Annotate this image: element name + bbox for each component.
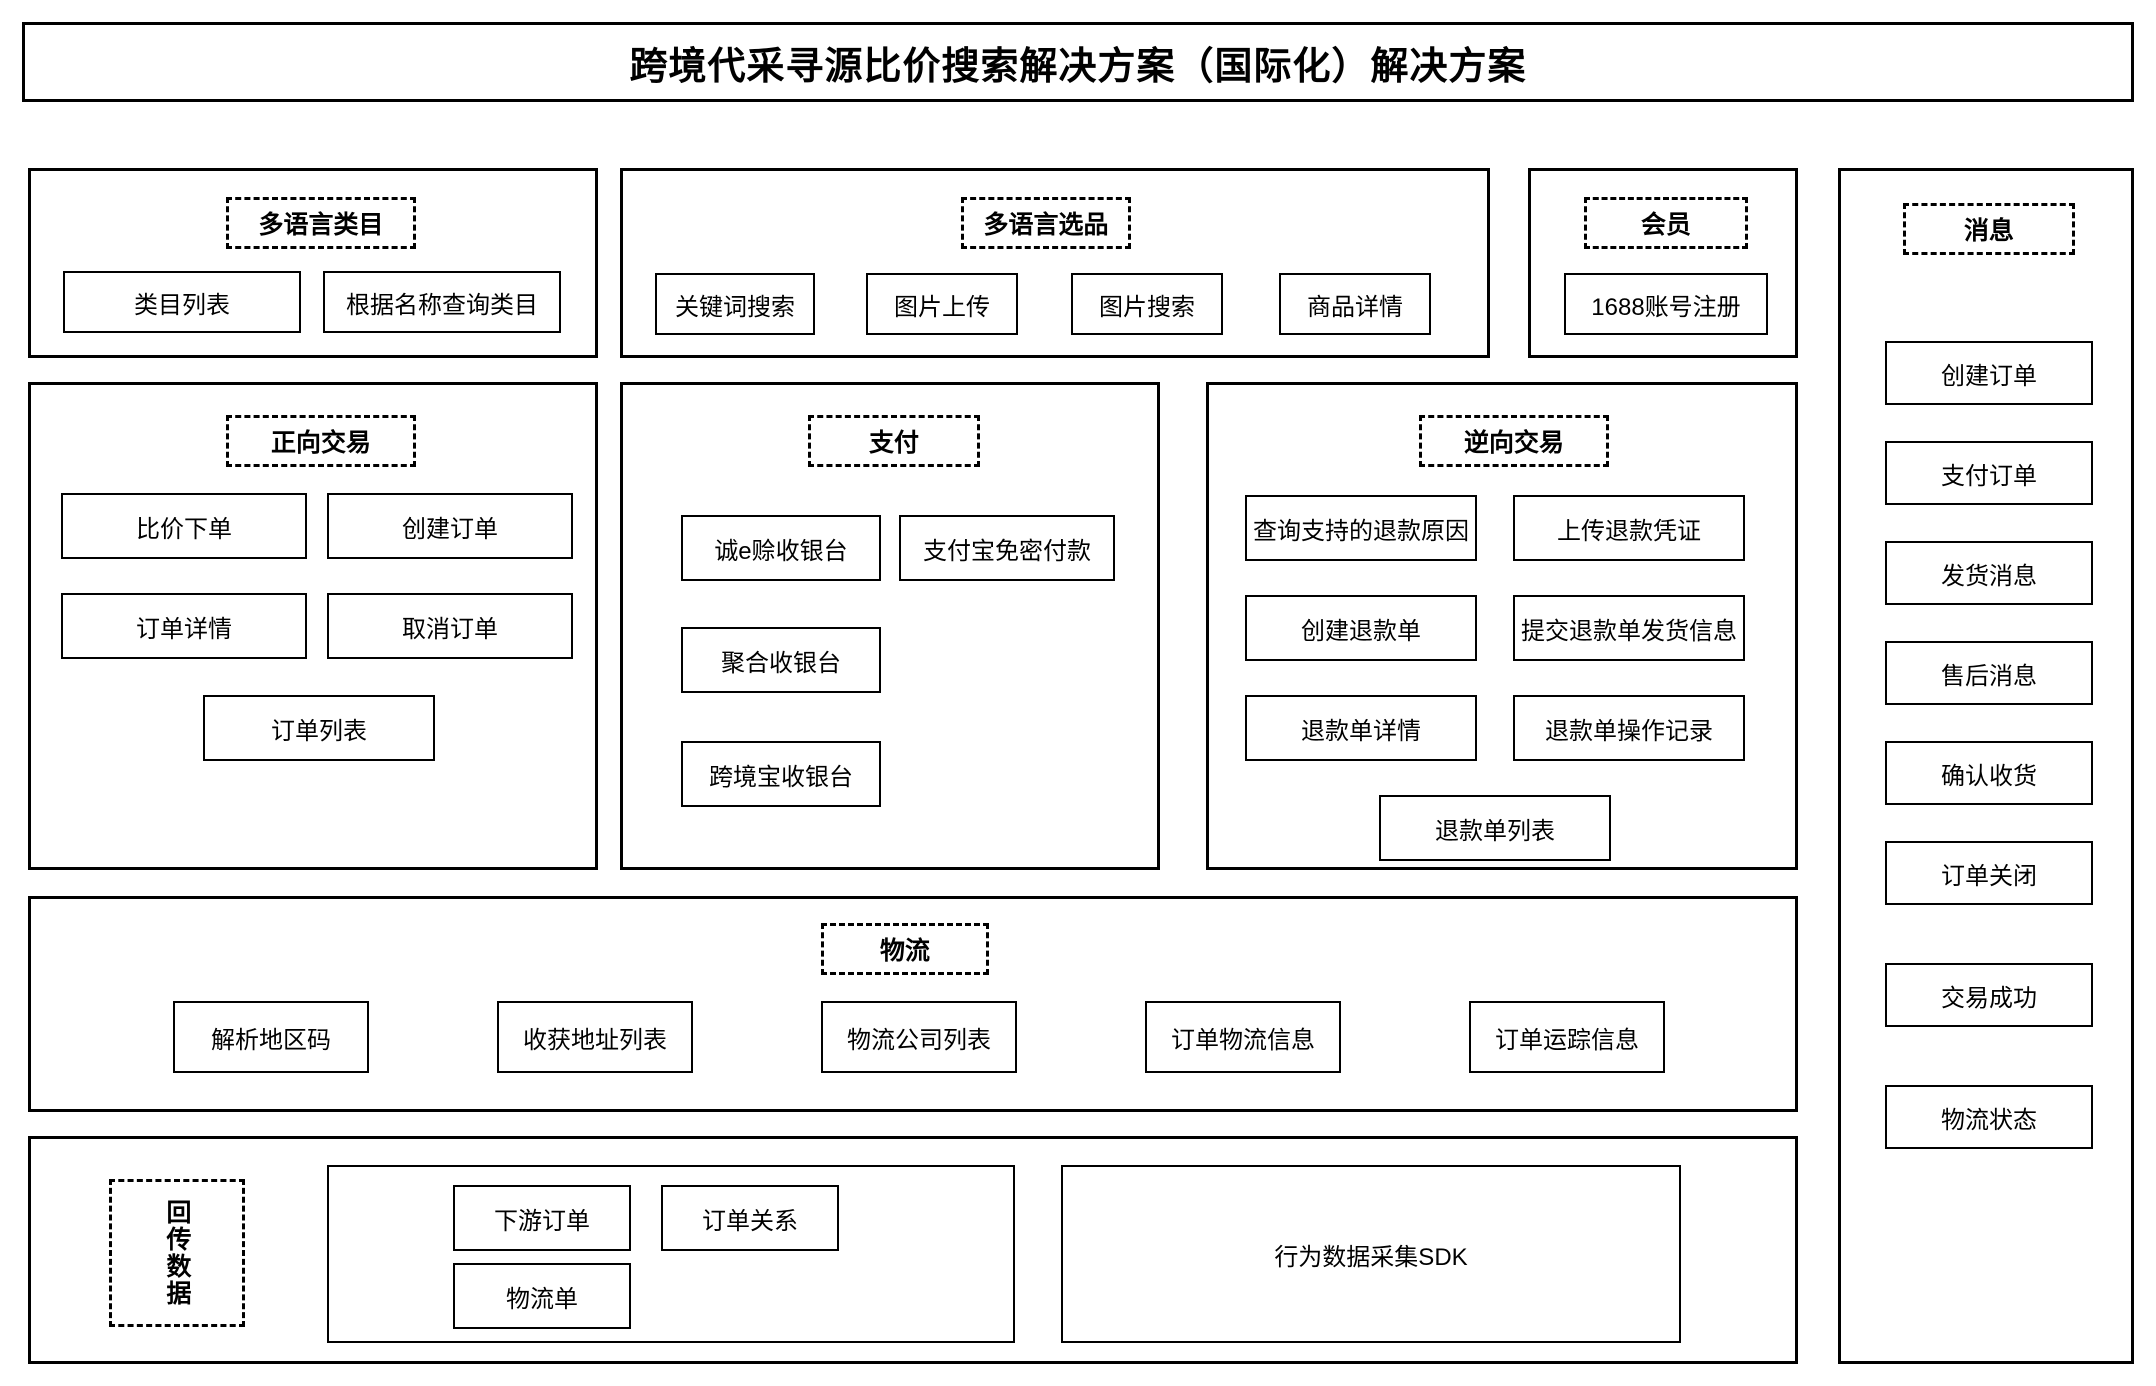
page-title: 跨境代采寻源比价搜索解决方案（国际化）解决方案 bbox=[629, 45, 1527, 88]
group-label-multilang-category: 多语言类目 bbox=[226, 197, 416, 249]
group-callback-data: 回传数据 下游订单 订单关系 物流单 行为数据采集SDK bbox=[28, 1136, 1798, 1364]
item-chengeshe-cashier[interactable]: 诚e赊收银台 bbox=[681, 515, 881, 581]
item-order-relation[interactable]: 订单关系 bbox=[661, 1185, 839, 1251]
group-multilang-selection: 多语言选品 关键词搜索 图片上传 图片搜索 商品详情 bbox=[620, 168, 1490, 358]
group-label-logistics: 物流 bbox=[821, 923, 989, 975]
callback-data-subpanel: 下游订单 订单关系 物流单 bbox=[327, 1165, 1015, 1343]
group-forward-trade: 正向交易 比价下单 创建订单 订单详情 取消订单 订单列表 bbox=[28, 382, 598, 870]
group-message: 消息 创建订单 支付订单 发货消息 售后消息 确认收货 订单关闭 交易成功 物流… bbox=[1838, 168, 2134, 1364]
group-logistics: 物流 解析地区码 收获地址列表 物流公司列表 订单物流信息 订单运踪信息 bbox=[28, 896, 1798, 1112]
item-message-confirm-receipt[interactable]: 确认收货 bbox=[1885, 741, 2093, 805]
item-message-pay-order[interactable]: 支付订单 bbox=[1885, 441, 2093, 505]
item-crossborder-cashier[interactable]: 跨境宝收银台 bbox=[681, 741, 881, 807]
item-order-list[interactable]: 订单列表 bbox=[203, 695, 435, 761]
group-label-multilang-selection: 多语言选品 bbox=[961, 197, 1131, 249]
item-submit-refund-shipping[interactable]: 提交退款单发货信息 bbox=[1513, 595, 1745, 661]
item-message-create-order[interactable]: 创建订单 bbox=[1885, 341, 2093, 405]
item-message-order-closed[interactable]: 订单关闭 bbox=[1885, 841, 2093, 905]
item-upload-refund-proof[interactable]: 上传退款凭证 bbox=[1513, 495, 1745, 561]
group-label-forward-trade: 正向交易 bbox=[226, 415, 416, 467]
item-alipay-passwordfree[interactable]: 支付宝免密付款 bbox=[899, 515, 1115, 581]
item-1688-account-register[interactable]: 1688账号注册 bbox=[1564, 273, 1768, 335]
item-image-search[interactable]: 图片搜索 bbox=[1071, 273, 1223, 335]
group-label-callback-data: 回传数据 bbox=[109, 1179, 245, 1327]
item-logistics-company-list[interactable]: 物流公司列表 bbox=[821, 1001, 1017, 1073]
item-product-detail[interactable]: 商品详情 bbox=[1279, 273, 1431, 335]
item-query-refund-reasons[interactable]: 查询支持的退款原因 bbox=[1245, 495, 1477, 561]
item-order-tracking-info[interactable]: 订单运踪信息 bbox=[1469, 1001, 1665, 1073]
item-query-category-by-name[interactable]: 根据名称查询类目 bbox=[323, 271, 561, 333]
item-message-logistics-status[interactable]: 物流状态 bbox=[1885, 1085, 2093, 1149]
item-message-trade-success[interactable]: 交易成功 bbox=[1885, 963, 2093, 1027]
group-label-message: 消息 bbox=[1903, 203, 2075, 255]
item-message-shipment[interactable]: 发货消息 bbox=[1885, 541, 2093, 605]
item-compare-price-order[interactable]: 比价下单 bbox=[61, 493, 307, 559]
group-multilang-category: 多语言类目 类目列表 根据名称查询类目 bbox=[28, 168, 598, 358]
item-order-logistics-info[interactable]: 订单物流信息 bbox=[1145, 1001, 1341, 1073]
group-label-reverse-trade: 逆向交易 bbox=[1419, 415, 1609, 467]
item-receive-address-list[interactable]: 收获地址列表 bbox=[497, 1001, 693, 1073]
item-refund-order-list[interactable]: 退款单列表 bbox=[1379, 795, 1611, 861]
item-aggregate-cashier[interactable]: 聚合收银台 bbox=[681, 627, 881, 693]
item-create-refund-order[interactable]: 创建退款单 bbox=[1245, 595, 1477, 661]
group-member: 会员 1688账号注册 bbox=[1528, 168, 1798, 358]
item-category-list[interactable]: 类目列表 bbox=[63, 271, 301, 333]
item-order-detail[interactable]: 订单详情 bbox=[61, 593, 307, 659]
group-reverse-trade: 逆向交易 查询支持的退款原因 上传退款凭证 创建退款单 提交退款单发货信息 退款… bbox=[1206, 382, 1798, 870]
group-payment: 支付 诚e赊收银台 支付宝免密付款 聚合收银台 跨境宝收银台 bbox=[620, 382, 1160, 870]
item-message-aftersale[interactable]: 售后消息 bbox=[1885, 641, 2093, 705]
item-image-upload[interactable]: 图片上传 bbox=[866, 273, 1018, 335]
group-label-member: 会员 bbox=[1584, 197, 1748, 249]
group-label-payment: 支付 bbox=[808, 415, 980, 467]
item-logistics-order[interactable]: 物流单 bbox=[453, 1263, 631, 1329]
item-refund-order-detail[interactable]: 退款单详情 bbox=[1245, 695, 1477, 761]
item-downstream-order[interactable]: 下游订单 bbox=[453, 1185, 631, 1251]
item-refund-order-oplog[interactable]: 退款单操作记录 bbox=[1513, 695, 1745, 761]
item-keyword-search[interactable]: 关键词搜索 bbox=[655, 273, 815, 335]
item-parse-region-code[interactable]: 解析地区码 bbox=[173, 1001, 369, 1073]
diagram-title-bar: 跨境代采寻源比价搜索解决方案（国际化）解决方案 bbox=[22, 22, 2134, 102]
item-behavior-data-sdk[interactable]: 行为数据采集SDK bbox=[1061, 1165, 1681, 1343]
item-create-order[interactable]: 创建订单 bbox=[327, 493, 573, 559]
item-cancel-order[interactable]: 取消订单 bbox=[327, 593, 573, 659]
